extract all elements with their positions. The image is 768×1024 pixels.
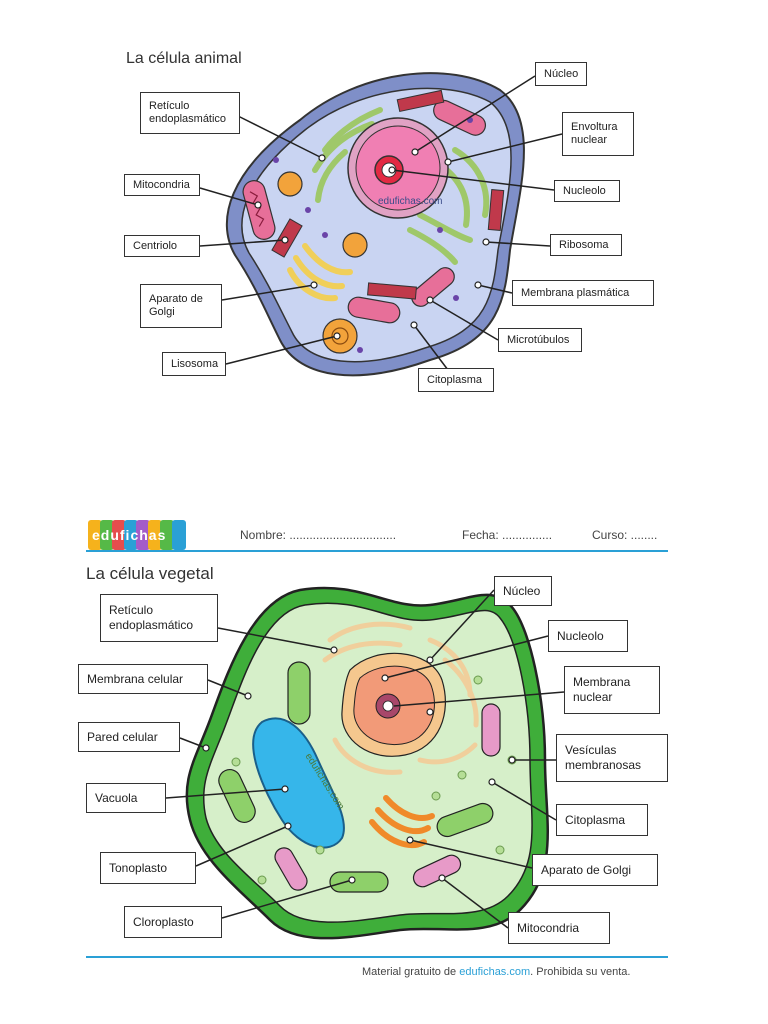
plant-label-reticulo: Retículo endoplasmático	[100, 594, 218, 642]
plant-label-tonoplasto: Tonoplasto	[100, 852, 196, 884]
animal-label-mitocondria: Mitocondria	[124, 174, 200, 196]
plant-label-membrana-celular: Membrana celular	[78, 664, 208, 694]
plant-label-membrana-nuclear: Membrana nuclear	[564, 666, 660, 714]
plant-label-nucleo: Núcleo	[494, 576, 552, 606]
animal-watermark: edufichas.com	[378, 196, 442, 207]
animal-label-nucleo: Núcleo	[535, 62, 587, 86]
plant-label-golgi: Aparato de Golgi	[532, 854, 658, 886]
plant-label-citoplasma: Citoplasma	[556, 804, 648, 836]
animal-label-lisosoma: Lisosoma	[162, 352, 226, 376]
field-nombre: Nombre: ................................	[240, 528, 397, 542]
plant-label-cloroplasto: Cloroplasto	[124, 906, 222, 938]
header-rule	[86, 550, 668, 552]
animal-label-membrana: Membrana plasmática	[512, 280, 654, 306]
footer-text-before: Material gratuito de	[362, 966, 460, 978]
animal-label-envoltura: Envoltura nuclear	[562, 112, 634, 156]
plant-label-pared: Pared celular	[78, 722, 180, 752]
animal-label-centriolo: Centriolo	[124, 235, 200, 257]
animal-label-ribosoma: Ribosoma	[550, 234, 622, 256]
plant-label-vacuola: Vacuola	[86, 783, 166, 813]
animal-golgi	[287, 243, 353, 302]
footer-text: Material gratuito de edufichas.com. Proh…	[362, 966, 630, 978]
animal-cell-title: La célula animal	[126, 50, 242, 67]
footer-text-after: . Prohibida su venta.	[530, 966, 631, 978]
edufichas-logo	[88, 520, 186, 550]
plant-mitochondria	[274, 703, 501, 891]
plant-cell-membrane	[202, 602, 533, 923]
footer-rule	[86, 956, 668, 958]
plant-golgi	[369, 795, 435, 849]
plant-label-nucleolo: Nucleolo	[548, 620, 628, 652]
animal-label-reticulo: Retículo endoplasmático	[140, 92, 240, 134]
animal-label-microtubulos: Microtúbulos	[498, 328, 582, 352]
plant-er	[322, 621, 479, 775]
animal-label-nucleolo: Nucleolo	[554, 180, 620, 202]
animal-mitochondria	[242, 99, 487, 324]
plant-label-vesiculas: Vesículas membranosas	[556, 734, 668, 782]
footer-brand-link[interactable]: edufichas.com	[459, 966, 531, 978]
logo-text: edufichas	[92, 527, 167, 543]
animal-label-citoplasma: Citoplasma	[418, 368, 494, 392]
field-fecha: Fecha: ...............	[462, 528, 553, 542]
plant-label-mitocondria: Mitocondria	[508, 912, 610, 944]
animal-label-golgi: Aparato de Golgi	[140, 284, 222, 328]
plant-chloroplasts	[218, 661, 494, 893]
plant-cell-title: La célula vegetal	[86, 564, 214, 583]
field-curso: Curso: ........	[592, 528, 658, 542]
plant-vacuole	[252, 717, 345, 849]
